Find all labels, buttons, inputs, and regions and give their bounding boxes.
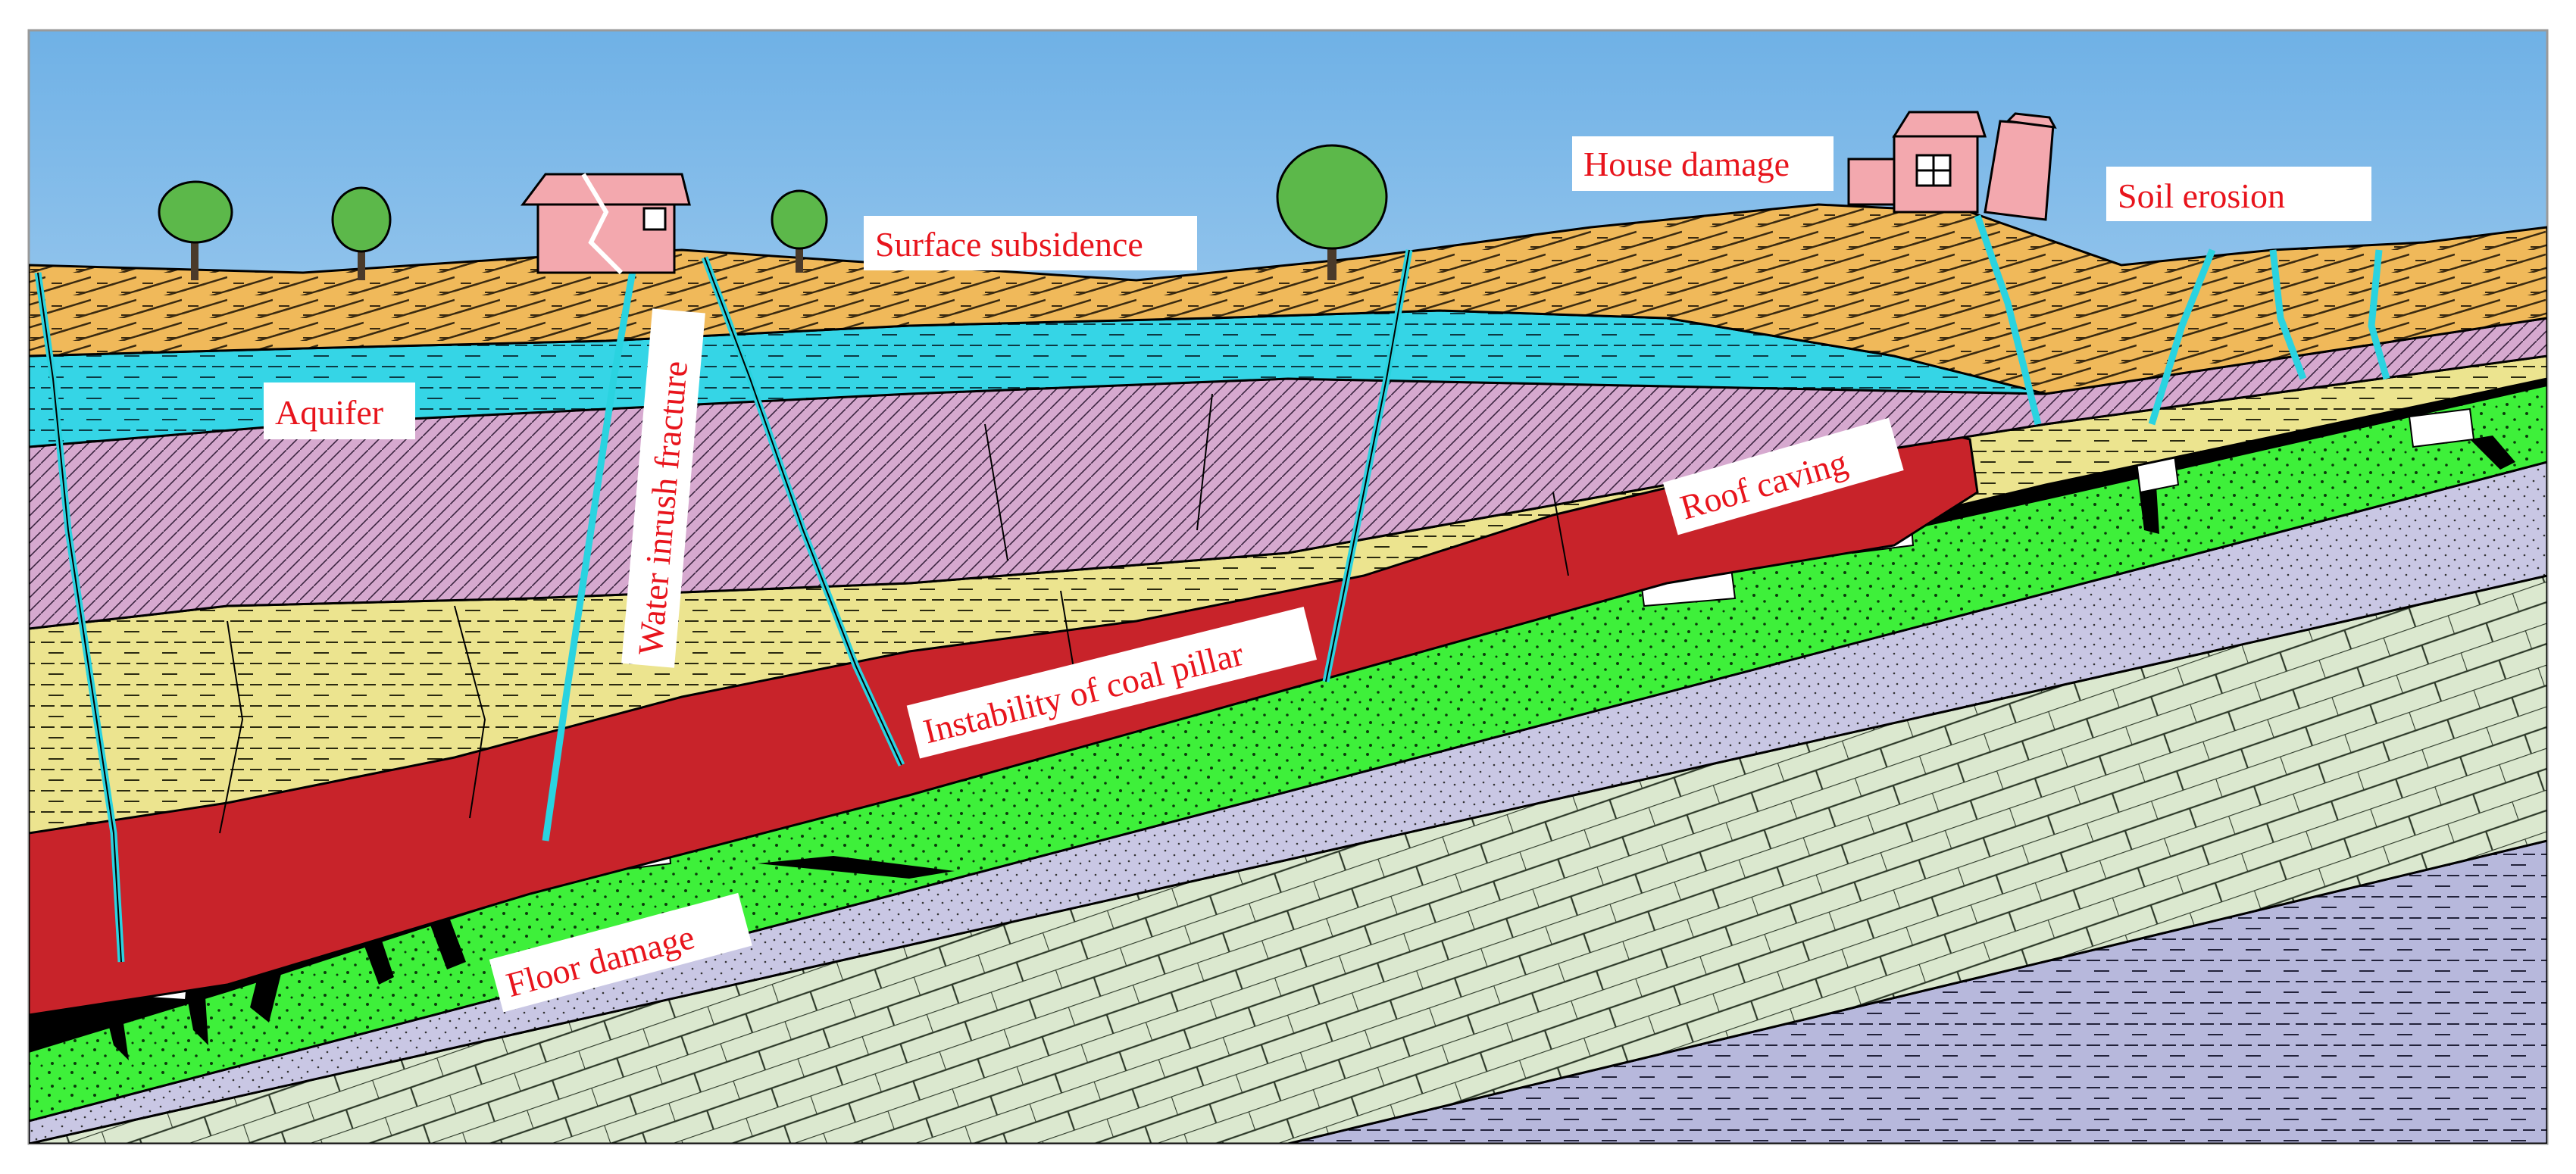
tree-icon — [1276, 144, 1388, 280]
tree-icon — [331, 186, 392, 280]
label-house-damage: House damage — [1572, 136, 1834, 191]
label-text: Aquifer — [275, 393, 383, 432]
label-text: Surface subsidence — [875, 225, 1143, 264]
label-soil-erosion: Soil erosion — [2106, 167, 2371, 221]
label-text: House damage — [1583, 145, 1790, 183]
label-surface-subsidence: Surface subsidence — [864, 216, 1197, 270]
tree-icon — [158, 180, 233, 280]
cracked-house-icon — [521, 173, 691, 275]
rock-cracks — [219, 393, 1569, 834]
label-aquifer: Aquifer — [264, 382, 415, 439]
cracked-house-icon — [1847, 111, 2057, 221]
label-text: Soil erosion — [2118, 176, 2285, 215]
tree-icon — [771, 189, 828, 273]
fracture-outline — [37, 249, 1410, 963]
